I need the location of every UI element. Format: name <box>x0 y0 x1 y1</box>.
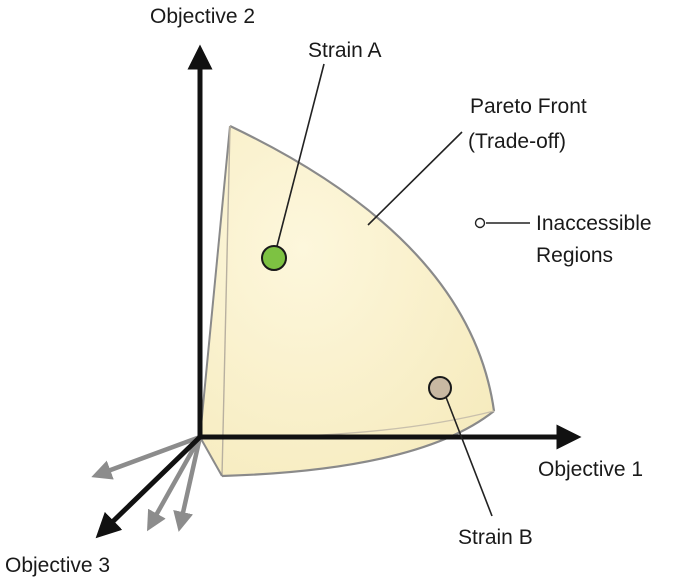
objective-3-label: Objective 3 <box>5 554 110 577</box>
strain-a-label: Strain A <box>308 39 382 62</box>
pareto-front-label: Pareto Front <box>470 95 587 118</box>
inaccessible-label: Inaccessible <box>536 212 652 235</box>
objective-2-label: Objective 2 <box>150 5 255 28</box>
inaccessible-sublabel: Regions <box>536 244 613 267</box>
strain-a-leader <box>275 63 325 251</box>
objective-3-secondary-arrows <box>91 434 203 532</box>
strain-b-point <box>428 376 452 400</box>
objective-1-label: Objective 1 <box>538 458 643 481</box>
pareto-surface <box>199 125 496 478</box>
strain-b-label: Strain B <box>458 526 533 549</box>
pareto-front-leader <box>367 131 463 226</box>
objective-3-axis <box>95 435 202 539</box>
inaccessible-marker-icon <box>474 217 486 229</box>
pareto-front-sublabel: (Trade-off) <box>468 130 566 153</box>
strain-b-leader <box>443 391 493 517</box>
strain-a-point <box>261 245 287 271</box>
